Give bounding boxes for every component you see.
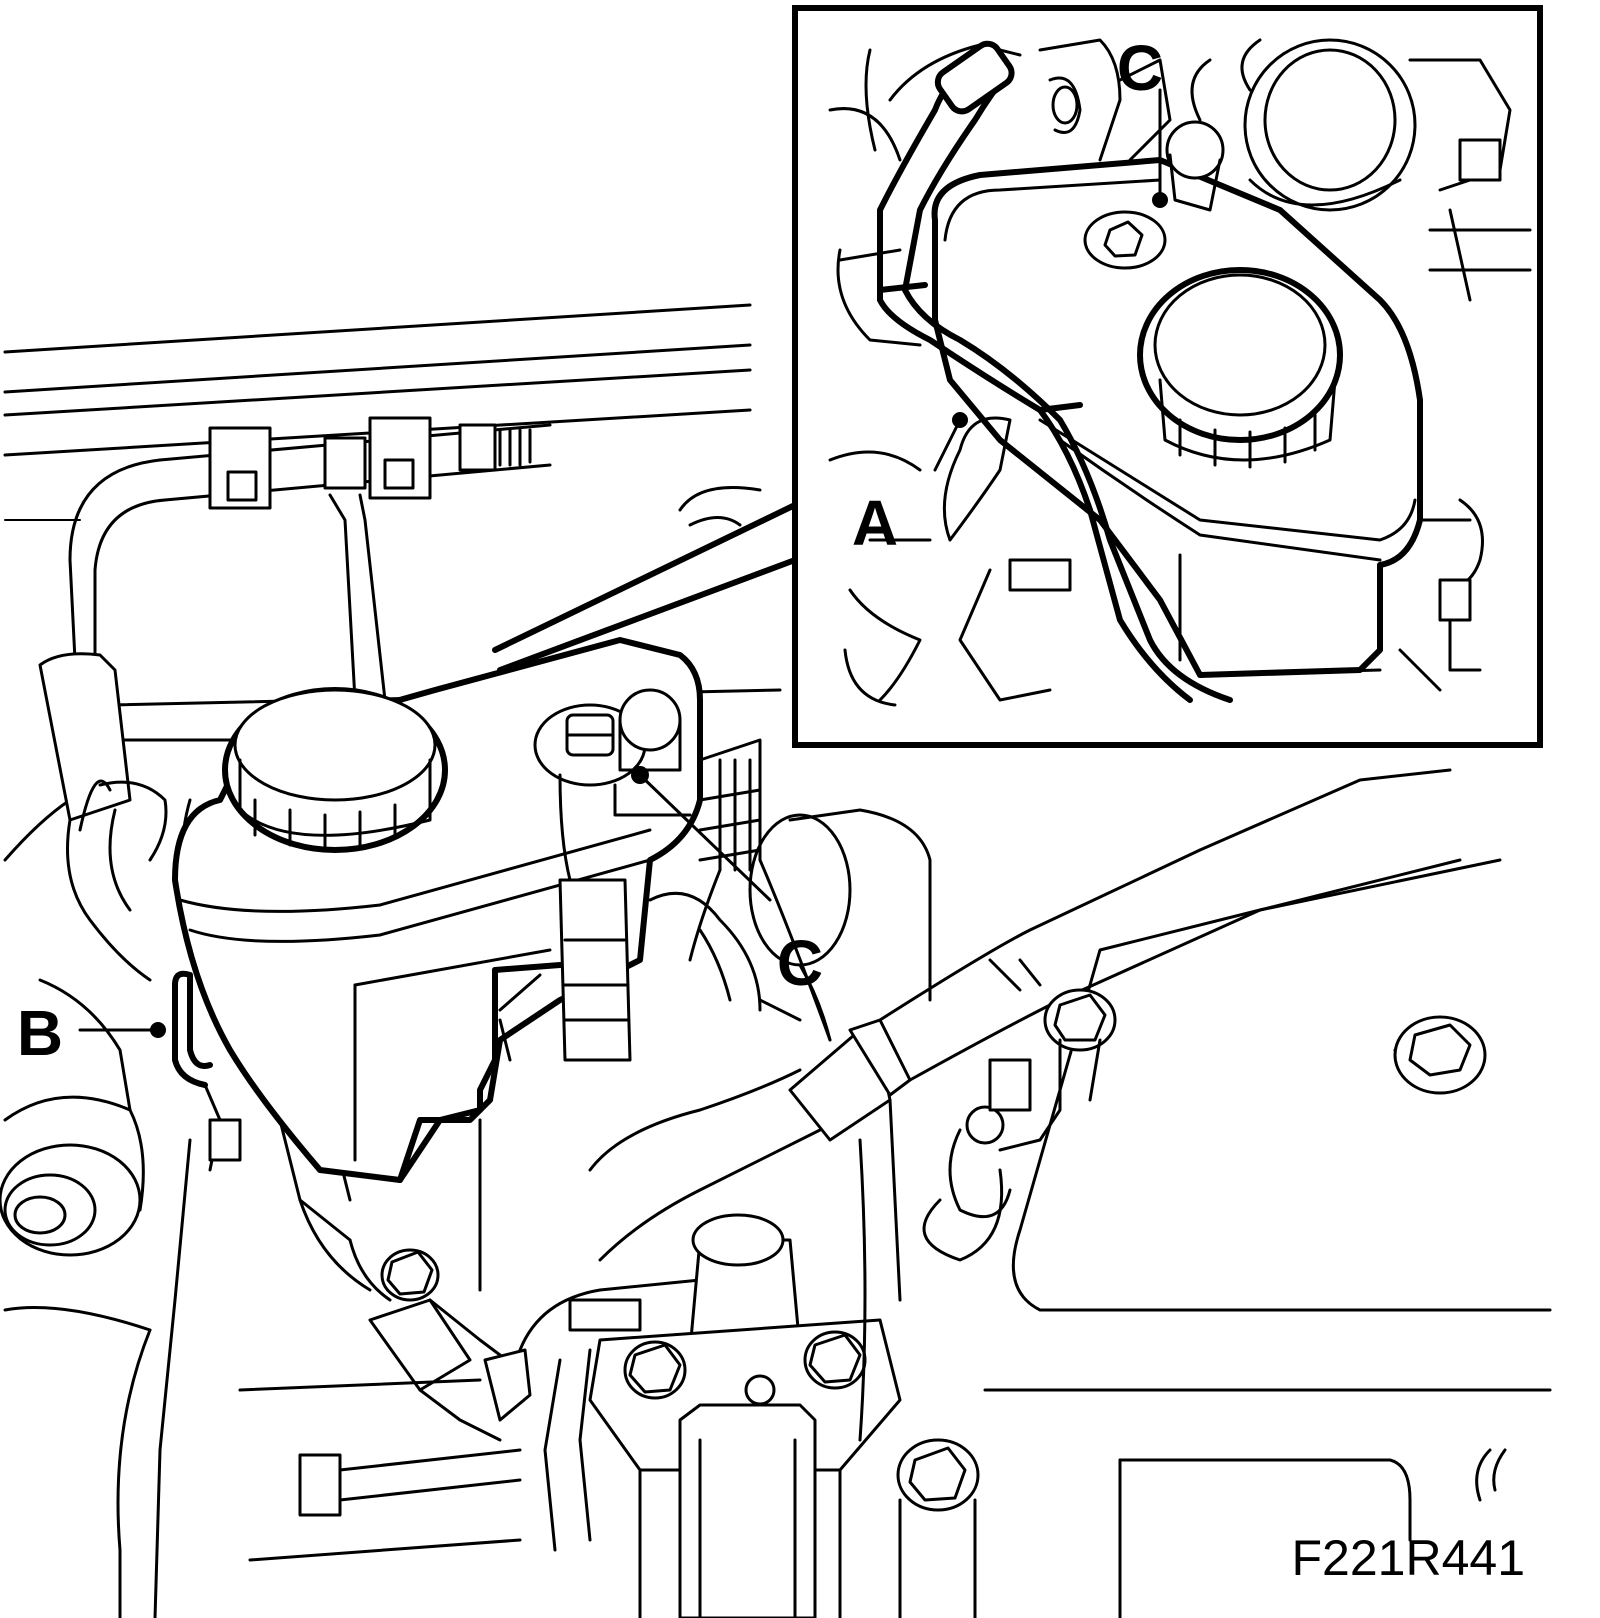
coolant-hose bbox=[588, 768, 1462, 1262]
bleed-hook-b bbox=[172, 970, 242, 1172]
lower-structure bbox=[238, 1098, 902, 1442]
figure-code: F221R441 bbox=[1292, 1530, 1526, 1586]
brake-pipe-assembly bbox=[68, 416, 552, 702]
reservoir-fitting bbox=[533, 688, 692, 1062]
callout-leaders-main bbox=[78, 766, 772, 1038]
inset-leader bbox=[492, 502, 798, 673]
callout-b: B bbox=[17, 997, 63, 1069]
pipe-connector-right bbox=[368, 416, 432, 500]
cover-bolt bbox=[1393, 1015, 1487, 1095]
pressure-sensor bbox=[518, 1213, 902, 1618]
callout-c-main: C bbox=[777, 927, 823, 999]
left-hose bbox=[38, 652, 168, 982]
rib-structure bbox=[648, 738, 762, 1012]
reservoir-filler-cap bbox=[222, 687, 448, 853]
lower-bolt bbox=[896, 1438, 980, 1618]
lower-left-fittings bbox=[248, 1248, 642, 1562]
callout-c-inset: C bbox=[1117, 32, 1163, 104]
engine-cover bbox=[983, 858, 1552, 1618]
detail-inset bbox=[792, 5, 1543, 748]
callout-a: A bbox=[852, 487, 898, 559]
engine-bracket bbox=[922, 988, 1117, 1262]
filler-cap-background bbox=[678, 486, 762, 527]
air-intake-duct bbox=[748, 808, 932, 1042]
strut-tower bbox=[0, 978, 192, 1618]
